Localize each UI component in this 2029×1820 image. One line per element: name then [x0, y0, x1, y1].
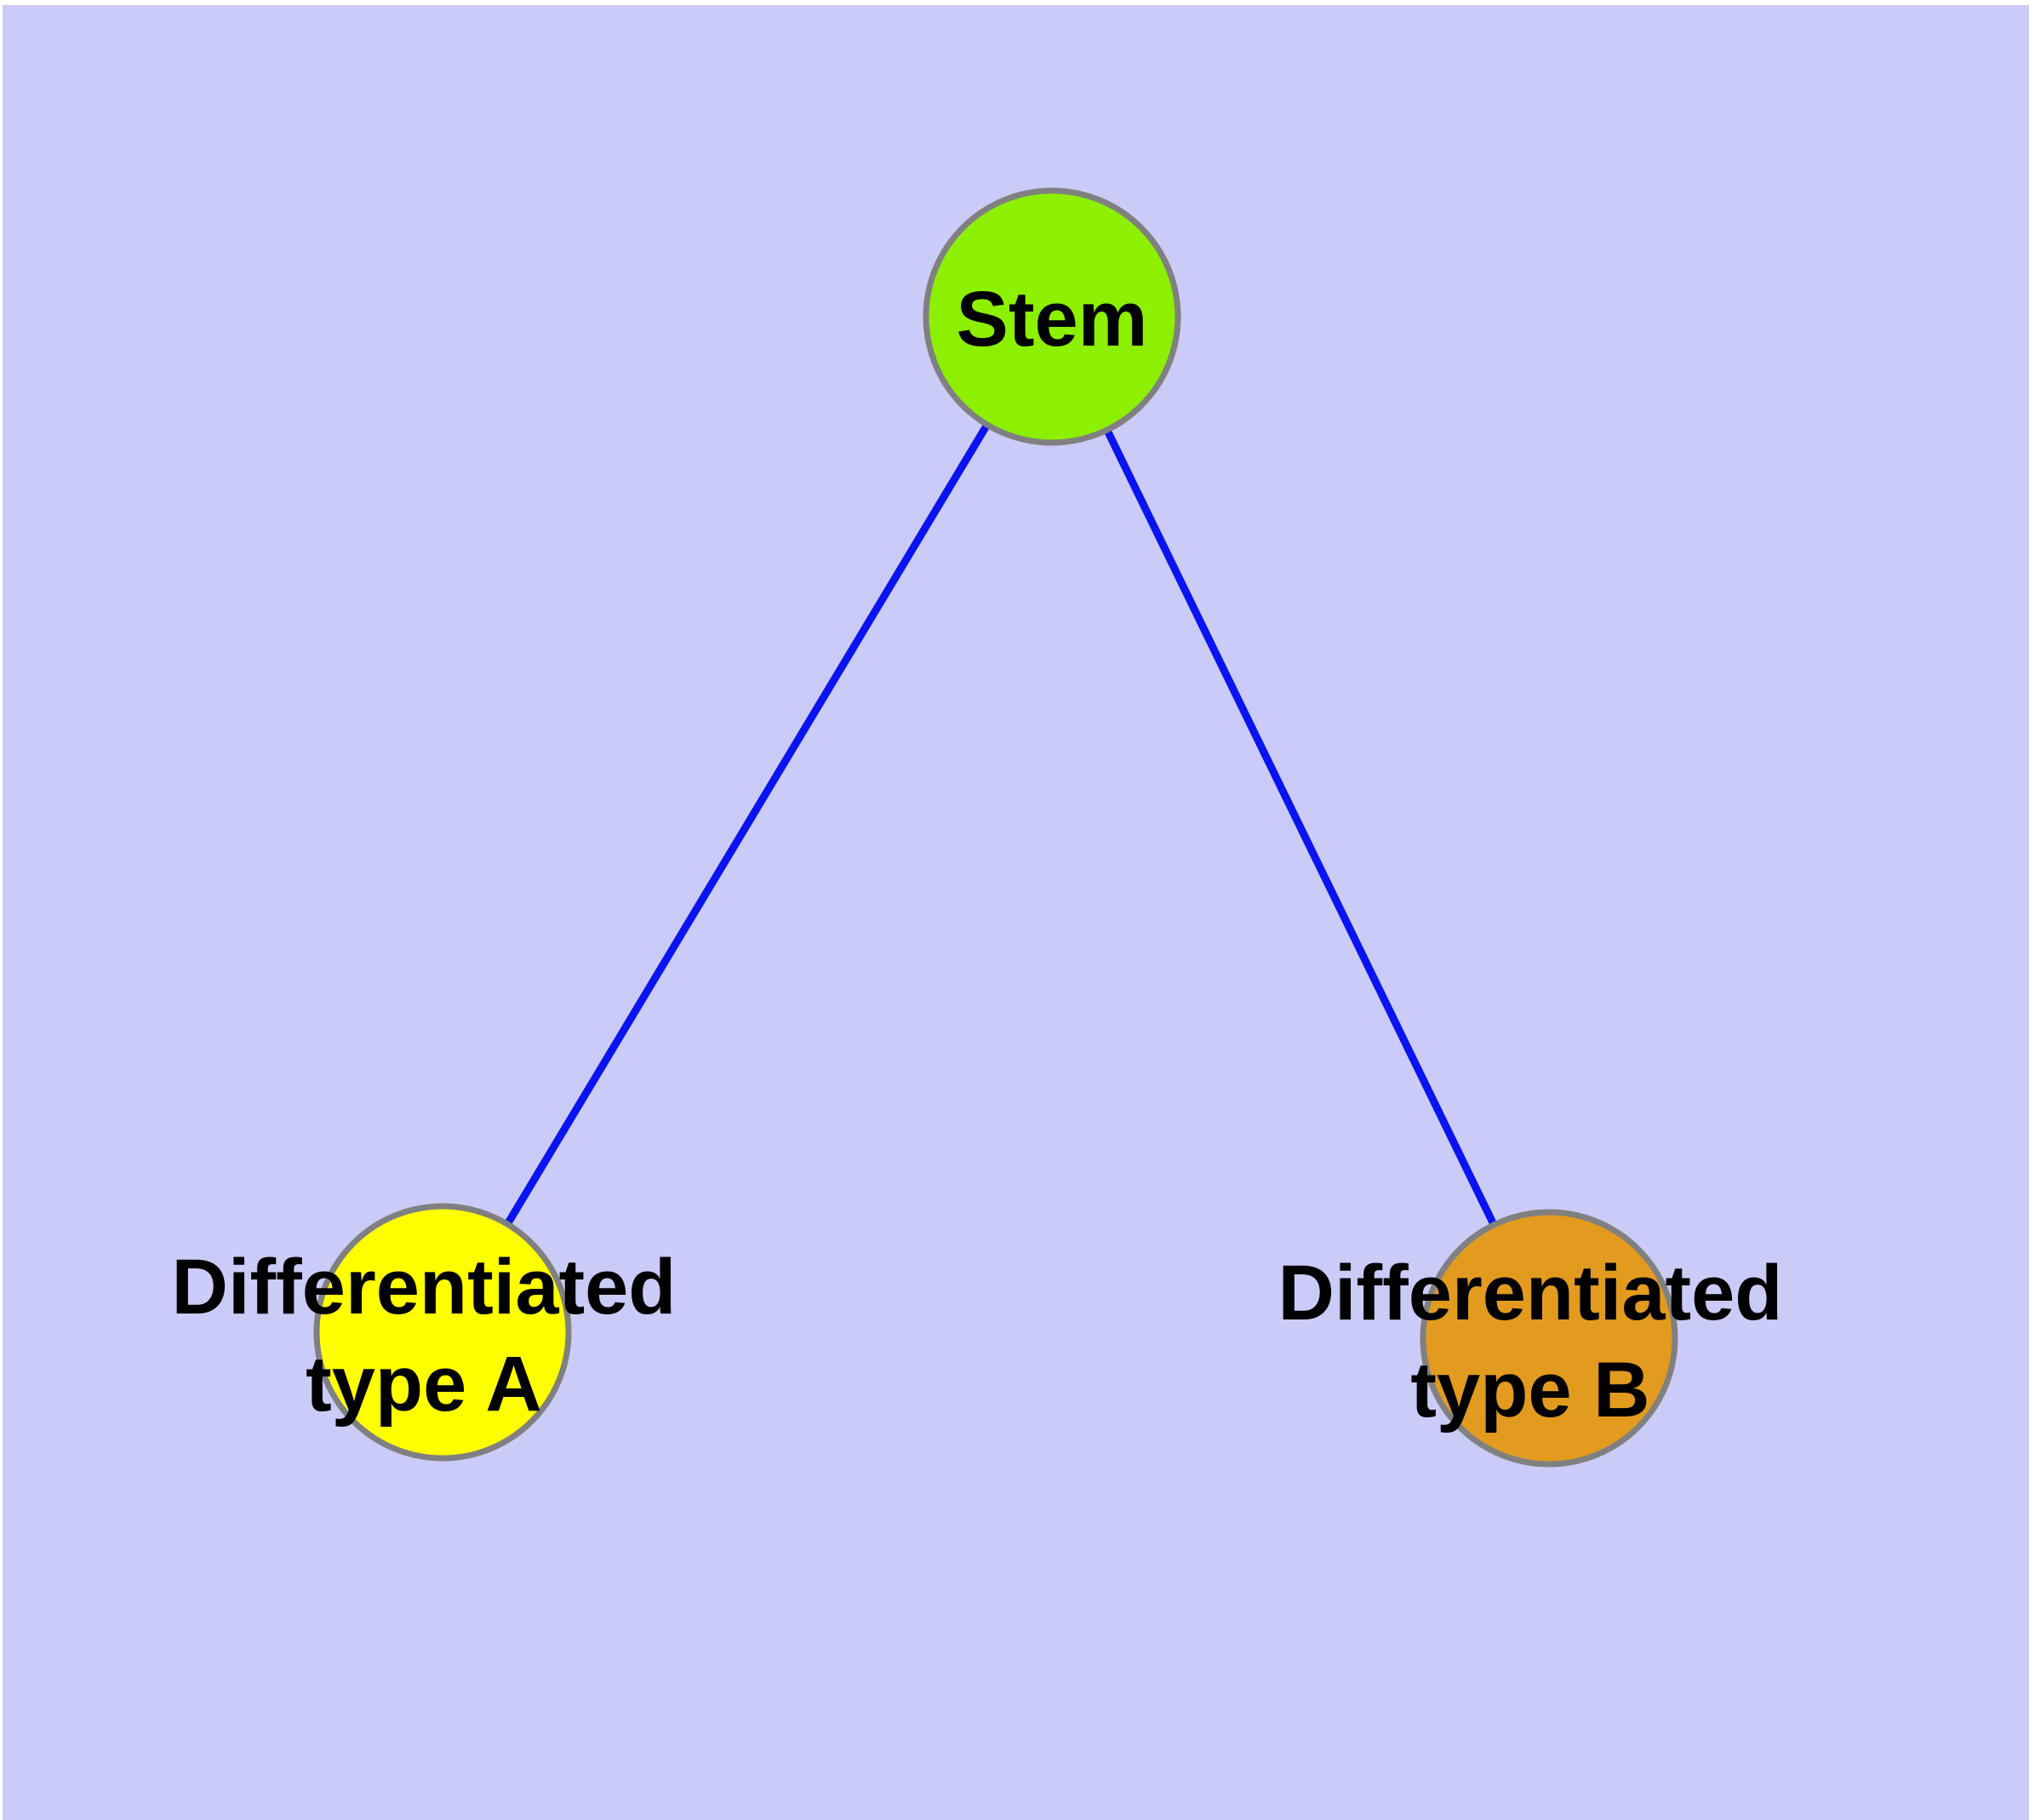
type-a-label-line2: type A — [306, 1341, 542, 1428]
differentiated-type-b-node — [1420, 1209, 1678, 1468]
differentiated-type-a-node — [313, 1203, 572, 1462]
type-b-label-line2: type B — [1410, 1347, 1649, 1434]
stem-node-label: Stem — [957, 276, 1148, 363]
type-a-label-line1: Differentiated — [172, 1244, 677, 1331]
edge-stem-to-type-b — [1048, 315, 1553, 1340]
type-b-label-line1: Differentiated — [1278, 1250, 1783, 1336]
edge-stem-to-type-a — [439, 314, 1055, 1335]
stem-node — [923, 187, 1181, 446]
